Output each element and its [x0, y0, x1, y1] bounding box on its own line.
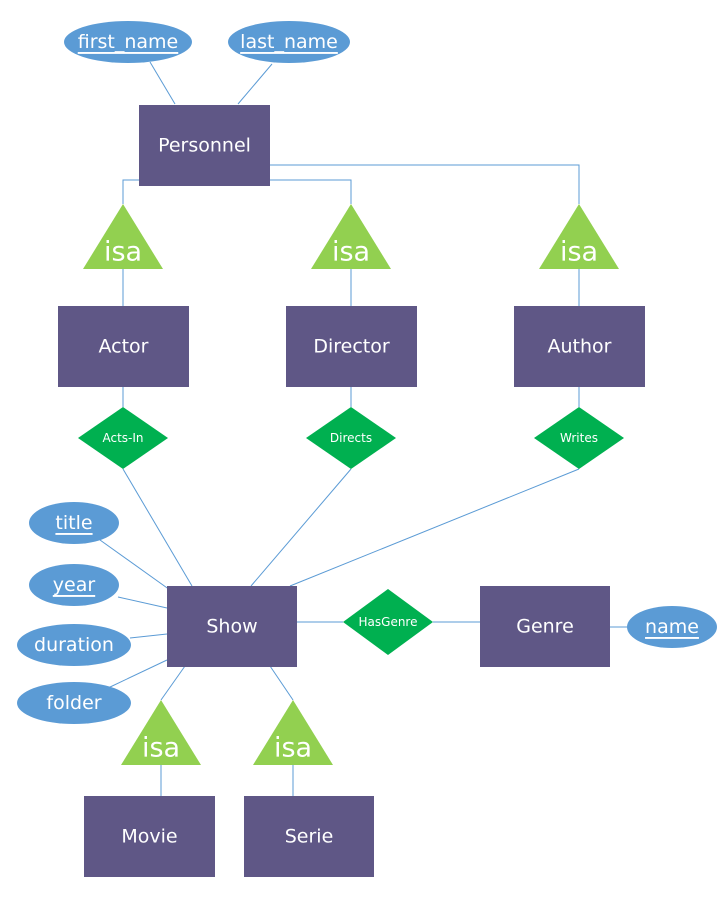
attribute-first-name-label: first_name — [78, 31, 179, 53]
connector-last-name-personnel — [237, 63, 273, 105]
isa-actor[interactable]: isa — [83, 204, 163, 269]
relationship-directs-label: Directs — [330, 431, 372, 445]
entity-genre-label: Genre — [516, 616, 574, 638]
connector-show-isa-movie — [160, 665, 186, 701]
connector-directs-show — [250, 468, 352, 587]
attribute-last-name-label: last_name — [240, 31, 338, 53]
isa-serie[interactable]: isa — [253, 700, 333, 765]
isa-author[interactable]: isa — [539, 204, 619, 269]
relationship-writes-label: Writes — [560, 431, 598, 445]
isa-serie-label: isa — [274, 733, 312, 764]
connector-duration-show — [129, 633, 168, 639]
entity-personnel-label: Personnel — [158, 135, 251, 157]
entity-author-label: Author — [548, 336, 612, 358]
attribute-title[interactable]: title — [29, 502, 119, 544]
entity-show-label: Show — [206, 616, 257, 638]
isa-author-label: isa — [560, 237, 598, 268]
entity-personnel[interactable]: Personnel — [139, 105, 270, 186]
attribute-duration-label: duration — [34, 634, 114, 656]
entity-genre[interactable]: Genre — [480, 586, 610, 667]
attributes: first_name last_name title year duration… — [17, 21, 717, 724]
connector-title-show — [99, 539, 171, 591]
attribute-year-label: year — [53, 574, 96, 596]
connector-writes-show — [289, 468, 580, 587]
entity-serie[interactable]: Serie — [244, 796, 374, 877]
entities: Personnel Actor Director Author Show Gen… — [58, 105, 645, 877]
attribute-year[interactable]: year — [29, 564, 119, 606]
attribute-name-label: name — [645, 616, 699, 638]
relationship-writes[interactable]: Writes — [534, 407, 624, 469]
entity-serie-label: Serie — [285, 826, 334, 848]
isa-triangles: isa isa isa isa isa — [83, 204, 619, 765]
entity-actor-label: Actor — [99, 336, 149, 358]
attribute-duration[interactable]: duration — [17, 624, 131, 666]
isa-movie-label: isa — [142, 733, 180, 764]
entity-movie-label: Movie — [121, 826, 177, 848]
attribute-last-name[interactable]: last_name — [228, 21, 350, 63]
connector-first-name-personnel — [149, 61, 176, 105]
attribute-title-label: title — [55, 512, 92, 534]
attribute-folder[interactable]: folder — [17, 682, 131, 724]
entity-director[interactable]: Director — [286, 306, 417, 387]
connector-personnel-isa-director — [270, 179, 352, 204]
attribute-folder-label: folder — [46, 692, 101, 714]
relationships: Acts-In Directs Writes HasGenre — [78, 407, 624, 655]
connector-year-show — [117, 596, 168, 609]
entity-author[interactable]: Author — [514, 306, 645, 387]
entity-director-label: Director — [313, 336, 390, 358]
isa-director[interactable]: isa — [311, 204, 391, 269]
entity-show[interactable]: Show — [167, 586, 297, 667]
isa-movie[interactable]: isa — [121, 700, 201, 765]
connector-personnel-isa-actor — [122, 179, 139, 204]
attribute-first-name[interactable]: first_name — [64, 21, 192, 63]
connector-personnel-isa-author — [270, 164, 580, 204]
connector-lines — [99, 61, 628, 796]
entity-movie[interactable]: Movie — [84, 796, 215, 877]
relationship-acts-in-label: Acts-In — [102, 431, 143, 445]
connector-acts-in-show — [122, 468, 193, 587]
isa-actor-label: isa — [104, 237, 142, 268]
entity-actor[interactable]: Actor — [58, 306, 189, 387]
connector-folder-show — [107, 659, 168, 689]
attribute-name[interactable]: name — [627, 606, 717, 648]
isa-director-label: isa — [332, 237, 370, 268]
relationship-acts-in[interactable]: Acts-In — [78, 407, 168, 469]
relationship-directs[interactable]: Directs — [306, 407, 396, 469]
relationship-hasgenre-label: HasGenre — [359, 615, 418, 629]
connector-show-isa-serie — [269, 665, 294, 701]
relationship-hasgenre[interactable]: HasGenre — [343, 589, 433, 655]
